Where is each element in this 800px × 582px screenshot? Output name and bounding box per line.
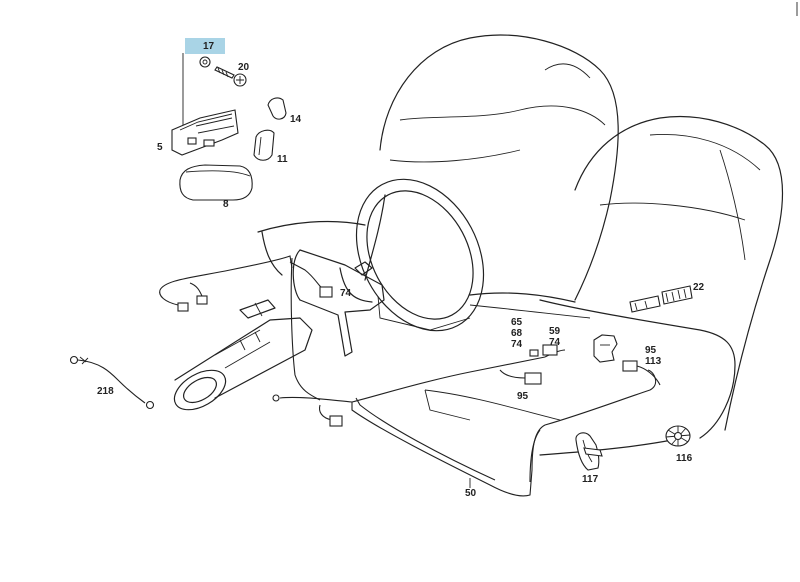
grommet-116 (665, 425, 691, 447)
steering-column (173, 249, 385, 411)
callout-65[interactable]: 65 (511, 317, 523, 328)
connector-74-upper (319, 286, 333, 298)
highlight-box (185, 38, 225, 54)
callout-74-column[interactable]: 74 (340, 288, 352, 299)
callout-59[interactable]: 59 (549, 326, 561, 337)
pad-8 (179, 164, 253, 201)
connector-plug (329, 415, 343, 427)
callout-95-connector[interactable]: 95 (517, 391, 529, 402)
screw-20 (214, 66, 235, 79)
callout-113[interactable]: 113 (645, 356, 662, 367)
connector-59-74 (542, 344, 558, 356)
harness-upper-left (159, 255, 333, 401)
seat-outline (257, 34, 784, 456)
callout-74-right[interactable]: 74 (549, 337, 561, 348)
clip-117 (575, 432, 603, 471)
callout-50[interactable]: 50 (465, 488, 477, 499)
ground-strap-218 (69, 355, 155, 410)
callout-116[interactable]: 116 (676, 453, 693, 464)
control-unit-5 (171, 109, 239, 156)
callout-218[interactable]: 218 (97, 386, 114, 397)
callout-17[interactable]: 17 (203, 41, 215, 52)
callout-5[interactable]: 5 (157, 142, 163, 153)
callout-68[interactable]: 68 (511, 328, 523, 339)
callout-11[interactable]: 11 (277, 154, 288, 165)
callout-8[interactable]: 8 (223, 199, 229, 210)
bracket-95 (593, 334, 618, 363)
connector-95-113 (622, 360, 638, 372)
callout-22[interactable]: 22 (693, 282, 705, 293)
callout-20[interactable]: 20 (238, 62, 250, 73)
connector-plug (177, 302, 189, 312)
connector-plug (196, 295, 208, 305)
cover-14 (267, 97, 287, 120)
washer-17 (199, 56, 211, 68)
callout-74-harness[interactable]: 74 (511, 339, 523, 350)
connector-95 (524, 372, 542, 385)
control-unit-group (171, 53, 287, 201)
cover-11 (253, 129, 275, 161)
callout-14[interactable]: 14 (290, 114, 302, 125)
callout-95-bracket[interactable]: 95 (645, 345, 657, 356)
callout-117[interactable]: 117 (582, 474, 599, 485)
main-harness-50 (272, 344, 661, 497)
connector-housing-22 (629, 285, 693, 313)
